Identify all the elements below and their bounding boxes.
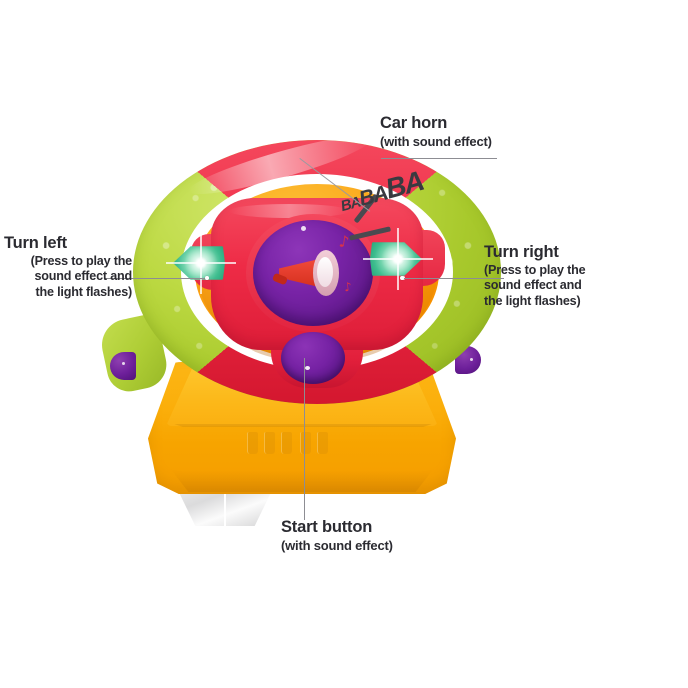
callout-subtitle-line: sound effect and	[34, 269, 132, 284]
megaphone-bell-inner	[317, 257, 333, 287]
leader-line-turn-left	[104, 278, 208, 279]
base-ridge	[174, 424, 432, 427]
callout-title-turn-right: Turn right	[484, 243, 559, 261]
leader-line-car-horn	[381, 158, 497, 159]
callout-turn-right: Turn right (Press to play the sound effe…	[484, 243, 684, 309]
steering-wheel-rim: ♪ ♪	[133, 126, 501, 404]
music-note-icon: ♪	[343, 279, 353, 295]
callout-title-turn-left: Turn left	[4, 234, 67, 252]
callout-subtitle-car-horn: (with sound effect)	[380, 134, 492, 149]
callout-subtitle-turn-right: (Press to play the sound effect and the …	[484, 263, 684, 309]
leader-line-turn-right	[404, 278, 504, 279]
knob-highlight	[470, 358, 473, 361]
base-grille-slot	[247, 432, 258, 454]
callout-subtitle-line: (Press to play the	[484, 263, 586, 277]
leader-line-start-button	[304, 358, 305, 520]
callout-start-button: Start button (with sound effect)	[281, 518, 393, 554]
leader-endpoint-left	[205, 276, 209, 280]
suction-cup-seam	[224, 478, 226, 526]
callout-turn-left: Turn left (Press to play the sound effec…	[4, 234, 132, 300]
base-shadow	[171, 470, 433, 492]
leader-endpoint-right	[400, 276, 404, 280]
callout-title-start-button: Start button	[281, 518, 373, 536]
callout-subtitle-line: sound effect and	[484, 278, 582, 293]
base-grille-slot	[264, 432, 275, 454]
knob-highlight	[122, 362, 125, 365]
base-grille-slot	[300, 432, 311, 454]
purple-start-button[interactable]	[281, 332, 345, 384]
callout-title-car-horn: Car horn	[380, 114, 448, 132]
purple-side-knob-left[interactable]	[110, 352, 136, 380]
horn-specular-highlight	[301, 226, 306, 231]
callout-subtitle-turn-left: (Press to play the sound effect and the …	[4, 254, 133, 300]
start-button-highlight	[305, 366, 310, 370]
callout-car-horn: Car horn (with sound effect)	[380, 114, 492, 150]
callout-subtitle-line: the light flashes)	[35, 284, 133, 299]
callout-subtitle-line: the light flashes)	[484, 293, 581, 308]
callout-subtitle-line: (Press to play the	[30, 254, 133, 268]
base-grille-slot	[281, 432, 292, 454]
base-grille-slot	[317, 432, 328, 454]
callout-subtitle-start-button: (with sound effect)	[281, 538, 393, 553]
